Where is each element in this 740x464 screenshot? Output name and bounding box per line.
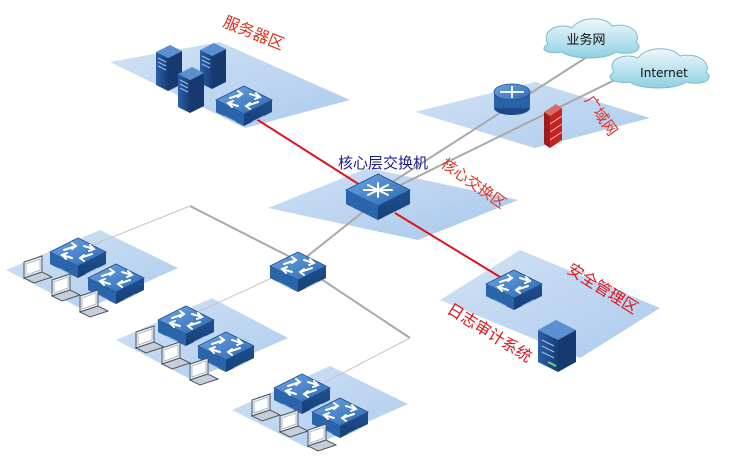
internet-cloud: Internet xyxy=(609,48,710,89)
internet-label: Internet xyxy=(640,66,688,80)
access-zone-plane-3 xyxy=(232,366,408,448)
firewall-icon xyxy=(544,104,563,148)
server-tower-3 xyxy=(177,66,205,114)
core-switch-label: 核心层交换机 xyxy=(338,154,428,172)
log-audit-server xyxy=(538,320,576,372)
aggregation-switch xyxy=(269,251,327,293)
router-icon xyxy=(493,83,531,115)
business-network-cloud: 业务网 xyxy=(543,18,640,59)
business-network-label: 业务网 xyxy=(566,32,605,48)
wan-zone-plane xyxy=(415,82,650,148)
core-switch xyxy=(345,173,411,220)
access-zone-plane-2 xyxy=(116,298,288,380)
security-zone-plane xyxy=(440,250,660,358)
red-links xyxy=(249,114,506,281)
